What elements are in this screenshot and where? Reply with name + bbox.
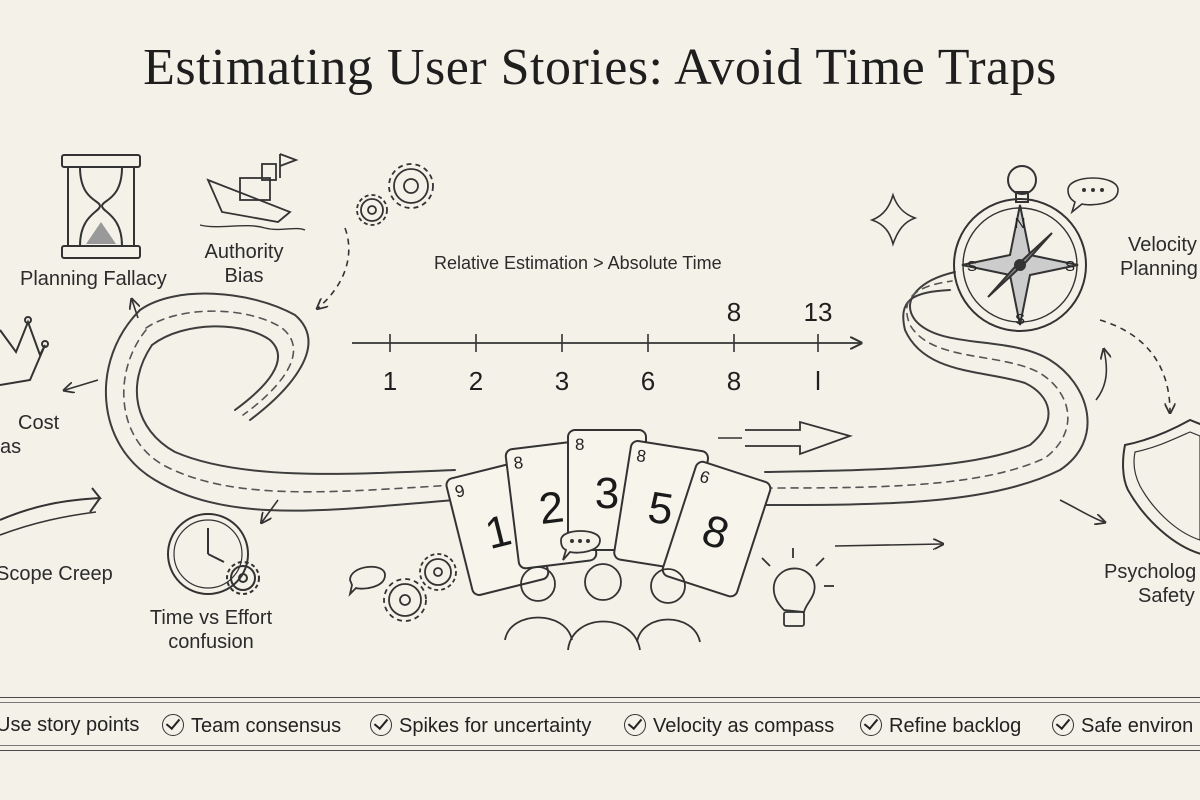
team-people-icon [504,530,701,651]
checklist-item-label: Team consensus [191,715,342,737]
speech-bubble-icon [560,530,601,561]
checklist-item-label: Safe environ [1081,715,1194,737]
scale-ticks [389,334,819,352]
label-safety-line1: Psycholog [1104,561,1197,583]
scale-tick-label: 3 [554,366,570,396]
hourglass-icon [61,154,141,259]
check-circle-icon [624,714,646,736]
label-authority-line1: Authority [204,241,284,263]
label-psychological-safety: Psycholog Safety [1104,560,1196,608]
checklist-item: Safe environ [1052,714,1193,738]
check-circle-icon [860,714,882,736]
label-scope-creep: Scope Creep [0,563,113,585]
scale-upper-label: 8 [726,297,742,327]
scale-upper-label: 13 [803,297,833,327]
label-velocity: Velocity Planning [1120,233,1198,281]
compass-letter-s: S [1015,311,1025,328]
clock-icon [167,513,260,595]
lightbulb-icon [761,548,834,627]
poker-card-corner: 8 [513,453,525,473]
poker-card-corner: 9 [453,481,467,502]
road [104,271,1089,512]
gears-icon [356,163,434,226]
label-planning-fallacy: Planning Fallacy [20,268,167,290]
scale-tick-label: 1 [382,366,398,396]
checklist-item-label: Spikes for uncertainty [399,715,592,737]
page-title: Estimating User Stories: Avoid Time Trap… [143,39,1057,96]
checklist-item-label: Refine backlog [889,715,1022,737]
road-loop [139,292,310,421]
compass-icon: N S S S [869,165,1119,332]
arrow-authority-dashed [318,227,350,308]
arrows [0,227,1170,546]
label-velocity-line1: Velocity [1128,234,1197,256]
check-circle-icon [162,714,184,736]
label-sunk-cost-line1: Cost [18,412,60,434]
label-authority-line2: Bias [224,265,264,287]
road-right [764,271,1089,506]
arrow-to-planning-fallacy [132,300,138,319]
poker-card-corner: 8 [575,435,584,454]
check-circle-icon [1052,714,1074,736]
compass-letter-n: N [1015,215,1026,232]
scale-tick-label: l [815,366,821,396]
scale-tick-label: 2 [468,366,484,396]
spark-icon [869,192,918,247]
arrow-bulb [834,544,942,546]
checklist-item: Use story points [0,714,139,737]
checklist-item: Velocity as compass [624,714,834,738]
scale-heading: Relative Estimation > Absolute Time [434,253,722,273]
arrow-velocity-dashed [1099,319,1170,412]
chat-bubble-icon [1067,177,1119,215]
big-arrow-right [745,420,853,456]
label-sunk-cost-line2: as [0,436,22,458]
scale-tick-label: 8 [726,366,742,396]
label-time-effort-line1: Time vs Effort [149,607,273,629]
crown-icon [0,316,49,386]
label-velocity-line2: Planning [1120,258,1198,280]
checklist-item: Team consensus [162,714,341,738]
checklist-bar [0,697,1200,751]
big-arrow-scope [0,487,102,521]
arrow-curve-up [1095,350,1106,401]
label-safety-line2: Safety [1138,585,1195,607]
gears-lower-icon [348,553,457,622]
arrow-to-safety [1059,499,1104,522]
shield-icon [1122,418,1200,555]
checklist-item-label: Velocity as compass [653,715,835,737]
label-authority-bias: Authority Bias [204,240,284,288]
label-sunk-cost: Cost as [0,411,59,459]
road-center [122,329,456,493]
poker-card-corner: 8 [635,446,647,466]
poker-card-value: 3 [595,469,619,518]
road-edge-inner [136,344,456,475]
road-edge-outer [104,309,456,512]
poker-card: 68 [661,460,772,598]
compass-letter-w: S [967,258,977,275]
checklist-item: Spikes for uncertainty [370,714,591,738]
poker-card-value: 2 [536,482,566,534]
label-time-vs-effort: Time vs Effort confusion [146,606,276,654]
checklist-item-label: Use story points [0,714,140,736]
compass-letter-e: S [1065,258,1075,275]
checklist-item: Refine backlog [860,714,1021,738]
label-time-effort-line2: confusion [168,631,254,653]
boat-icon [199,153,306,231]
scale-tick-label: 6 [640,366,656,396]
check-circle-icon [370,714,392,736]
arrow-to-time-effort [262,499,279,522]
arrow-to-sunk-cost [65,379,99,390]
